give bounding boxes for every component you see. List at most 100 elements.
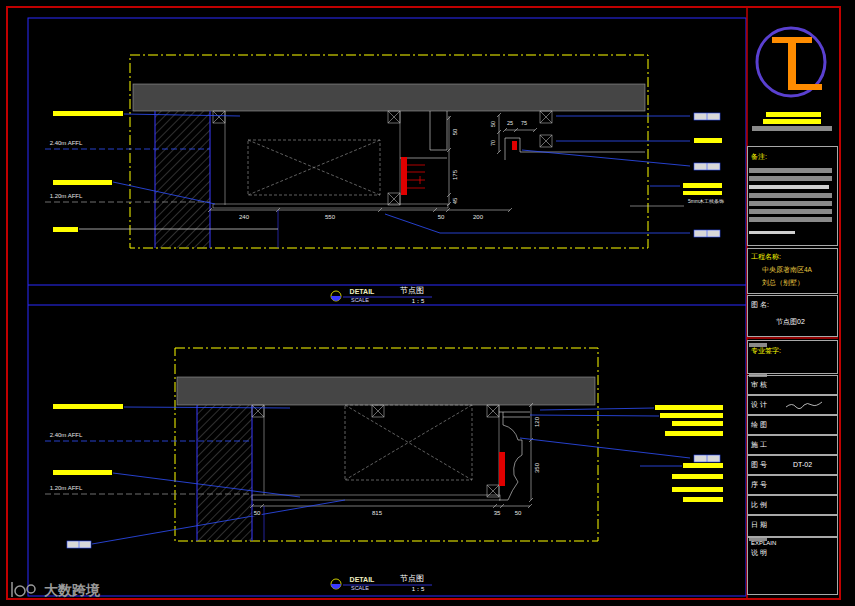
cell-heading: 比 例 bbox=[751, 501, 767, 509]
cell-value: 说 明 bbox=[751, 549, 767, 557]
redacted-callout-bar bbox=[672, 474, 723, 479]
title-block-cell: EXPLAIN说 明 bbox=[747, 537, 838, 595]
detail-title: DETAIL bbox=[349, 576, 376, 583]
redacted-callout-bar bbox=[660, 413, 723, 418]
detail-section-bottom bbox=[177, 377, 595, 405]
detail-section-top bbox=[401, 157, 407, 195]
leader-line bbox=[556, 116, 690, 117]
dimension: 70 bbox=[491, 139, 497, 147]
watermark-logo bbox=[12, 582, 35, 597]
detail-title-symbol bbox=[331, 584, 341, 589]
cell-heading: 绘 图 bbox=[751, 421, 767, 429]
cell-value: 节点图02 bbox=[776, 318, 805, 326]
redacted-callout-bar bbox=[683, 183, 722, 188]
scale-value: 1：5 bbox=[411, 298, 426, 304]
detail-section-top bbox=[388, 193, 400, 205]
dimension-line bbox=[531, 405, 532, 500]
detail-section-bottom bbox=[175, 348, 598, 541]
dimension-line bbox=[208, 113, 537, 248]
detail-section-top bbox=[248, 140, 380, 195]
company-logo bbox=[788, 37, 796, 89]
dimension: 75 bbox=[520, 121, 528, 127]
leader-line bbox=[520, 438, 690, 458]
callout-tag bbox=[694, 230, 720, 237]
watermark-logo bbox=[15, 586, 25, 596]
title-block-cell: 专业签字: bbox=[747, 340, 838, 374]
redacted-note-bar bbox=[749, 217, 832, 222]
detail-section-top bbox=[213, 111, 645, 208]
redacted-note-bar bbox=[749, 201, 832, 206]
leader-line bbox=[630, 206, 684, 207]
detail-section-bottom bbox=[503, 412, 530, 417]
dimension: 175 bbox=[452, 169, 458, 181]
company-logo bbox=[752, 126, 832, 131]
cell-heading: 工程名称: bbox=[751, 253, 781, 261]
detail-title-symbol bbox=[331, 291, 341, 301]
dimension-line bbox=[250, 403, 533, 541]
redacted-note-bar bbox=[749, 185, 829, 189]
detail-section-top bbox=[540, 135, 552, 147]
callout-tag bbox=[67, 113, 720, 548]
watermark: 大数跨境 bbox=[43, 583, 101, 597]
detail-section-top bbox=[388, 193, 400, 205]
dimension: 25 bbox=[506, 121, 514, 127]
dimension-line bbox=[449, 116, 450, 205]
company-logo bbox=[763, 119, 821, 124]
title-block-cell: 序 号 bbox=[747, 475, 838, 495]
leader-line bbox=[385, 214, 690, 233]
leader-line bbox=[45, 407, 690, 544]
dimension-line bbox=[252, 506, 530, 507]
detail-section-bottom bbox=[372, 405, 384, 417]
dimension: 350 bbox=[534, 462, 540, 474]
detail-section-top bbox=[388, 111, 400, 123]
dimension: 45 bbox=[452, 197, 458, 206]
cell-heading: 设 计 bbox=[751, 401, 767, 409]
redacted-note-bar bbox=[749, 193, 832, 198]
detail-section-bottom bbox=[487, 405, 499, 417]
detail-section-top bbox=[248, 140, 380, 195]
redacted-note-bar bbox=[749, 343, 767, 347]
detail-section-top bbox=[512, 141, 517, 150]
redacted-callout-bar bbox=[683, 497, 723, 502]
dimension-line bbox=[503, 128, 537, 132]
detail-section-bottom bbox=[252, 405, 530, 500]
signature bbox=[786, 402, 822, 409]
drawing-frame bbox=[747, 337, 838, 339]
detail-title-symbol bbox=[331, 291, 432, 589]
detail-section-bottom bbox=[175, 348, 598, 541]
callout-tag bbox=[67, 541, 91, 548]
dimension-line bbox=[505, 130, 535, 131]
dimension-line bbox=[208, 208, 512, 212]
callout-tag bbox=[707, 163, 708, 170]
dimension: 50 bbox=[452, 128, 458, 137]
detail-section-top bbox=[225, 111, 226, 205]
title-block-cell: 工程名称:中央原著南区4A刘总（别墅） bbox=[747, 248, 838, 294]
detail-title: 节点图 bbox=[399, 287, 425, 295]
title-block-cell: 图 号DT-02 bbox=[747, 455, 838, 475]
callout-tag bbox=[694, 163, 720, 170]
leader-line bbox=[45, 149, 210, 150]
dimension-line bbox=[250, 504, 532, 508]
cell-heading: 序 号 bbox=[751, 481, 767, 489]
redacted-callout-bar bbox=[53, 227, 78, 232]
elevation-mark: 1.20m AFFL bbox=[49, 485, 84, 491]
detail-section-bottom bbox=[197, 405, 198, 541]
leader-line bbox=[124, 407, 290, 408]
cell-heading: 图 号 bbox=[751, 461, 767, 469]
watermark-logo bbox=[27, 585, 35, 593]
dimension-line bbox=[499, 115, 500, 152]
detail-section-top bbox=[130, 55, 648, 248]
elevation-mark: 2.40m AFFL bbox=[49, 432, 84, 438]
leader-line bbox=[113, 473, 300, 497]
drawing-frame bbox=[28, 305, 746, 306]
detail-section-top bbox=[155, 111, 156, 248]
detail-section-top bbox=[505, 138, 506, 160]
detail-section-bottom bbox=[252, 405, 264, 417]
detail-section-bottom bbox=[345, 405, 472, 480]
redacted-callout-bar bbox=[655, 405, 723, 410]
elevation-mark: 2.40m AFFL bbox=[49, 140, 84, 146]
detail-section-top bbox=[407, 165, 425, 188]
redacted-callout-bar bbox=[683, 191, 722, 195]
title-block-cell: 审 核 bbox=[747, 375, 838, 395]
redacted-note-bar bbox=[749, 168, 832, 173]
